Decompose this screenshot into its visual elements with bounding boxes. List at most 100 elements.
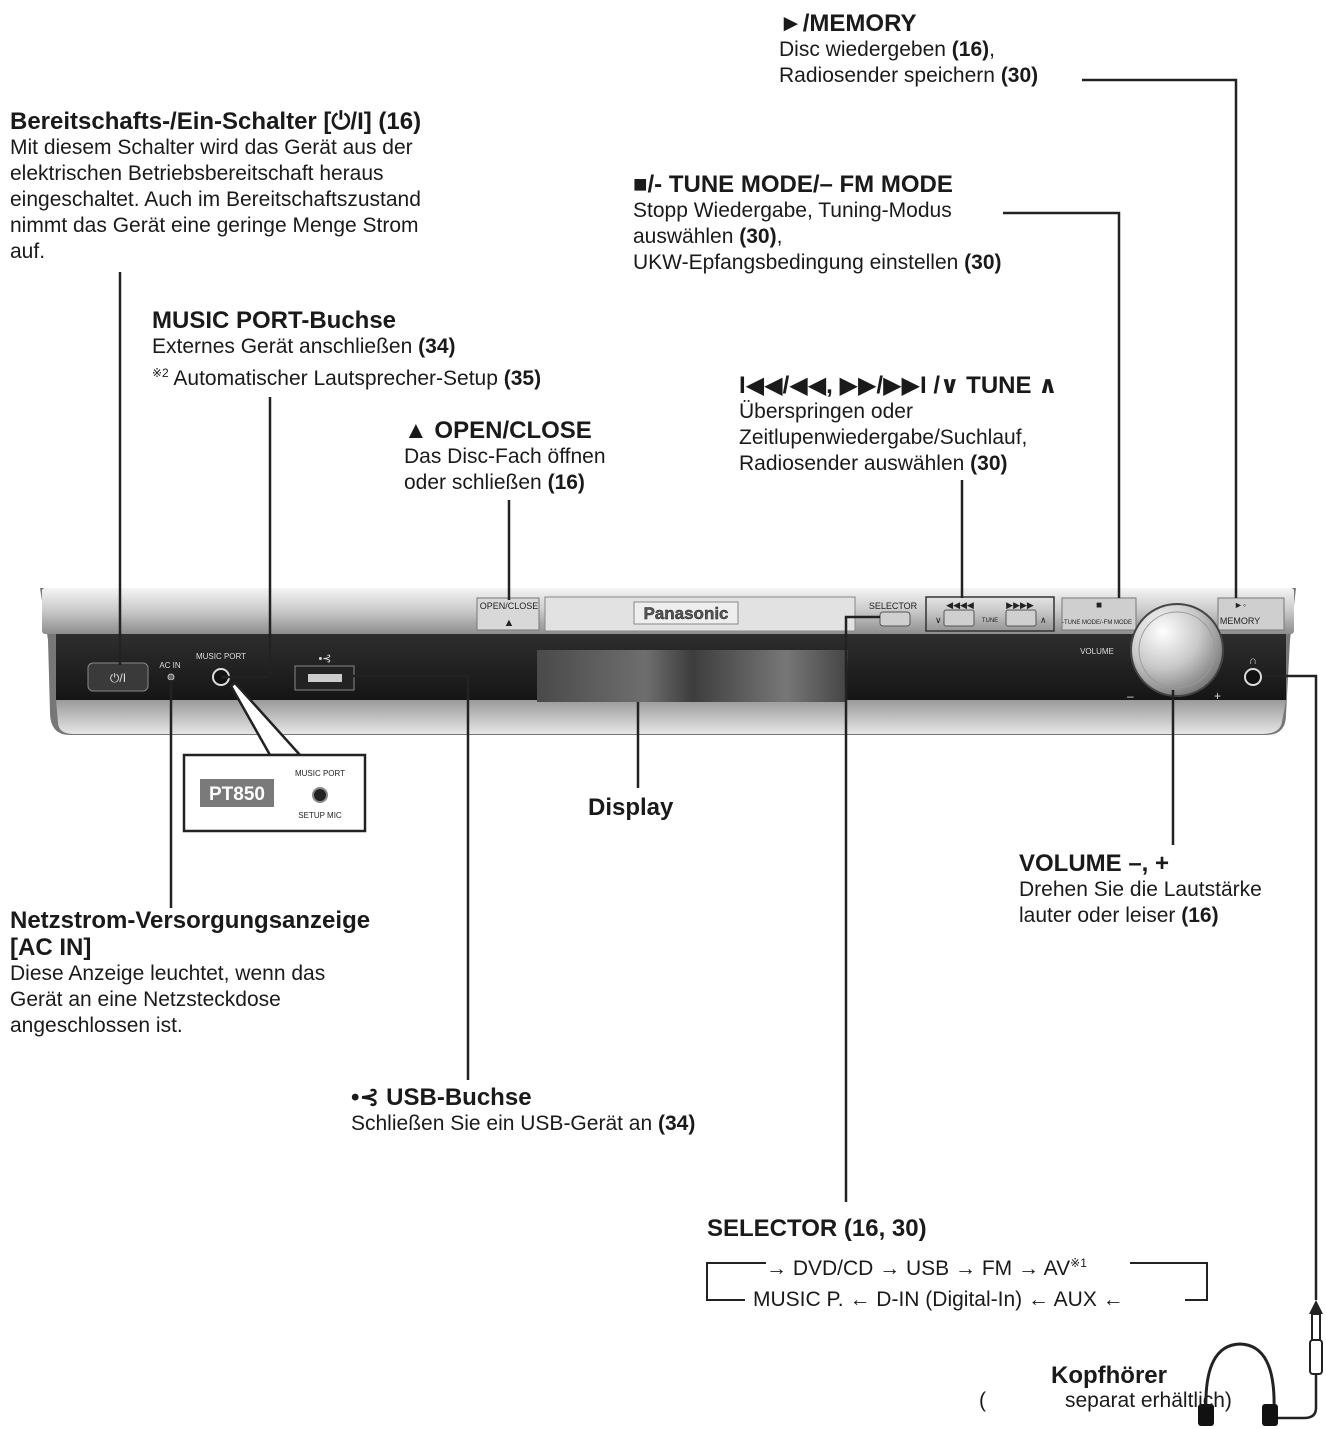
music-port-callout: MUSIC PORT-Buchse Externes Gerät anschli… bbox=[152, 307, 541, 392]
ac-in-desc-1: Diese Anzeige leuchtet, wenn das bbox=[10, 962, 326, 985]
tune-up-button[interactable] bbox=[1005, 609, 1037, 627]
stop-desc-3: UKW-Epfangsbedingung einstellen bbox=[633, 251, 965, 274]
footnote-mark-1: ※1 bbox=[1070, 1256, 1087, 1270]
svg-text:-TUNE MODE/-FM MODE: -TUNE MODE/-FM MODE bbox=[1062, 620, 1132, 626]
skip-callout: I◀◀/◀◀, ▶▶/▶▶I /∨ TUNE ∧ Überspringen od… bbox=[739, 372, 1058, 477]
skip-title: I◀◀/◀◀, ▶▶/▶▶I /∨ TUNE ∧ bbox=[739, 372, 1058, 399]
svg-text:SETUP MIC: SETUP MIC bbox=[298, 811, 342, 820]
svg-text:∩: ∩ bbox=[1249, 655, 1257, 667]
skip-desc-2: Zeitlupenwiedergabe/Suchlauf, bbox=[739, 426, 1028, 449]
stop-ref-2: (30) bbox=[739, 225, 777, 248]
svg-text:▶▶▶▶: ▶▶▶▶ bbox=[1006, 600, 1034, 610]
usb-desc-1: Schließen Sie ein USB-Gerät an bbox=[351, 1112, 658, 1135]
svg-text:◀◀◀◀: ◀◀◀◀ bbox=[946, 600, 974, 610]
standby-title: Bereitschafts-/Ein-Schalter [⏻/I] (16) bbox=[10, 108, 422, 135]
headphones-paren: ( bbox=[979, 1389, 986, 1412]
svg-text:▲: ▲ bbox=[504, 617, 515, 629]
svg-text:–: – bbox=[1127, 689, 1134, 703]
ac-in-desc-3: angeschlossen ist. bbox=[10, 1014, 183, 1037]
skip-ref-3: (30) bbox=[970, 452, 1008, 475]
svg-text:•⊰: •⊰ bbox=[318, 653, 331, 665]
music-port-title: MUSIC PORT-Buchse bbox=[152, 307, 397, 334]
stop-title: ■/- TUNE MODE/– FM MODE bbox=[633, 171, 953, 198]
headphone-cable bbox=[1272, 1300, 1323, 1420]
music-port-desc-2: Automatischer Lautsprecher-Setup bbox=[168, 367, 504, 390]
volume-knob[interactable] bbox=[1130, 603, 1224, 697]
standby-desc-5: auf. bbox=[10, 240, 46, 263]
volume-desc-2: lauter oder leiser bbox=[1019, 904, 1182, 927]
stop-callout: ■/- TUNE MODE/– FM MODE Stopp Wiedergabe… bbox=[633, 171, 1002, 276]
stop-desc-1: Stopp Wiedergabe, Tuning-Modus bbox=[633, 199, 952, 222]
svg-text:PT850: PT850 bbox=[209, 784, 265, 805]
standby-desc-4: nimmt das Gerät eine geringe Menge Strom bbox=[10, 214, 419, 237]
selector-button[interactable] bbox=[879, 611, 911, 627]
selector-cycle-arrows bbox=[706, 1262, 1208, 1301]
display-window bbox=[537, 650, 848, 702]
headphones-subtitle: separat erhältlich) bbox=[1065, 1389, 1232, 1412]
svg-text:AC IN: AC IN bbox=[159, 661, 181, 670]
volume-desc-1: Drehen Sie die Lautstärke bbox=[1019, 878, 1262, 901]
open-close-ref-2: (16) bbox=[547, 471, 585, 494]
standby-callout: Bereitschafts-/Ein-Schalter [⏻/I] (16) M… bbox=[10, 108, 421, 265]
display-title: Display bbox=[588, 794, 674, 821]
headphone-jack[interactable] bbox=[1244, 668, 1262, 686]
footnote-mark-2: ※2 bbox=[152, 366, 169, 380]
stop-comma: , bbox=[776, 225, 783, 248]
volume-ref-2: (16) bbox=[1181, 904, 1219, 927]
memory-desc-2: Radiosender speichern bbox=[779, 64, 1001, 87]
memory-title: ►/MEMORY bbox=[779, 10, 917, 37]
stop-ref-3: (30) bbox=[964, 251, 1002, 274]
usb-ref-1: (34) bbox=[657, 1112, 696, 1135]
volume-title: VOLUME –, + bbox=[1019, 850, 1170, 877]
play-memory-button[interactable] bbox=[1217, 597, 1285, 631]
svg-text:VOLUME: VOLUME bbox=[1080, 647, 1114, 656]
standby-desc-2: elektrischen Betriebsbereitschaft heraus bbox=[10, 162, 384, 185]
device-front-panel: Panasonic OPEN/CLOSE ▲ SELECTOR ◀◀◀◀ ▶▶▶… bbox=[40, 588, 1296, 735]
stop-button[interactable] bbox=[1061, 597, 1137, 631]
power-button[interactable] bbox=[87, 662, 149, 692]
svg-text:OPEN/CLOSE: OPEN/CLOSE bbox=[480, 601, 539, 611]
stop-desc-2: auswählen bbox=[633, 225, 740, 248]
tune-down-button[interactable] bbox=[943, 609, 975, 627]
ac-in-title-2: [AC IN] bbox=[10, 934, 92, 961]
open-close-callout: ▲ OPEN/CLOSE Das Disc-Fach öffnen oder s… bbox=[404, 417, 606, 496]
skip-desc-1: Überspringen oder bbox=[739, 400, 913, 423]
ac-in-indicator bbox=[167, 673, 175, 681]
memory-callout: ►/MEMORY Disc wiedergeben (16), Radiosen… bbox=[779, 10, 1038, 89]
memory-comma: , bbox=[989, 38, 995, 61]
music-port-ref-1: (34) bbox=[418, 335, 456, 358]
selector-cycle-row-1: → DVD/CD → USB → FM → AV※1 bbox=[766, 1250, 1087, 1282]
svg-text:■: ■ bbox=[1096, 600, 1102, 611]
memory-ref-1: (16) bbox=[951, 38, 990, 61]
svg-text:MEMORY: MEMORY bbox=[1220, 616, 1260, 626]
music-port-ref-2: (35) bbox=[503, 367, 542, 390]
memory-ref-2: (30) bbox=[1000, 64, 1039, 87]
standby-desc-1: Mit diesem Schalter wird das Gerät aus d… bbox=[10, 136, 413, 159]
music-port-desc-1: Externes Gerät anschließen bbox=[152, 335, 419, 358]
svg-text:⏻/I: ⏻/I bbox=[110, 671, 126, 685]
leader-lines bbox=[118, 78, 1318, 1300]
ac-in-title-1: Netzstrom-Versorgungsanzeige bbox=[10, 907, 371, 934]
svg-text:∧: ∧ bbox=[1040, 615, 1047, 625]
svg-text:+: + bbox=[1214, 689, 1221, 703]
svg-text:∨: ∨ bbox=[935, 615, 942, 625]
svg-text:SELECTOR: SELECTOR bbox=[869, 601, 918, 611]
ac-in-callout: Netzstrom-Versorgungsanzeige [AC IN] Die… bbox=[10, 907, 370, 1039]
skip-desc-3: Radiosender auswählen bbox=[739, 452, 971, 475]
headphones-icon bbox=[1198, 1342, 1278, 1426]
svg-text:TUNE: TUNE bbox=[982, 618, 998, 624]
usb-title: •⊰ USB-Buchse bbox=[351, 1084, 532, 1111]
selector-title: SELECTOR (16, 30) bbox=[707, 1215, 927, 1242]
open-close-desc-2: oder schließen bbox=[404, 471, 548, 494]
ac-in-desc-2: Gerät an eine Netzsteckdose bbox=[10, 988, 281, 1011]
headphones-title: Kopfhörer bbox=[1051, 1362, 1167, 1389]
selector-cycle-row-2: MUSIC P. ← D-IN (Digital-In) ← AUX ← bbox=[753, 1288, 1124, 1311]
standby-desc-3: eingeschaltet. Auch im Bereitschaftszust… bbox=[10, 188, 421, 211]
volume-callout: VOLUME –, + Drehen Sie die Lautstärke la… bbox=[1019, 850, 1262, 929]
svg-text:►◦: ►◦ bbox=[1234, 600, 1246, 610]
selector-row-1-text: → DVD/CD → USB → FM → AV bbox=[766, 1257, 1071, 1280]
memory-desc-1: Disc wiedergeben bbox=[779, 38, 952, 61]
svg-text:MUSIC PORT: MUSIC PORT bbox=[295, 769, 345, 778]
brand-logo: Panasonic bbox=[643, 604, 728, 623]
